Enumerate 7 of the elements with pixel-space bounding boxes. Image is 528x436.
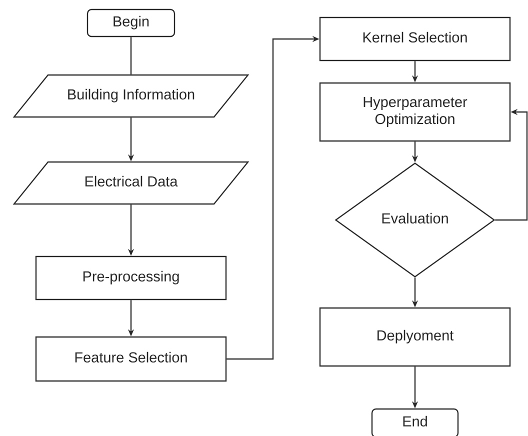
process-box: Feature Selection xyxy=(35,336,227,382)
process-box: Pre-processing xyxy=(35,256,227,300)
process-box: Hyperparameter Optimization xyxy=(319,82,511,142)
process-box: Deplyoment xyxy=(319,307,511,367)
process-box: Kernel Selection xyxy=(319,16,511,62)
terminal-box: End xyxy=(371,408,459,436)
terminal-box: Begin xyxy=(86,8,176,38)
